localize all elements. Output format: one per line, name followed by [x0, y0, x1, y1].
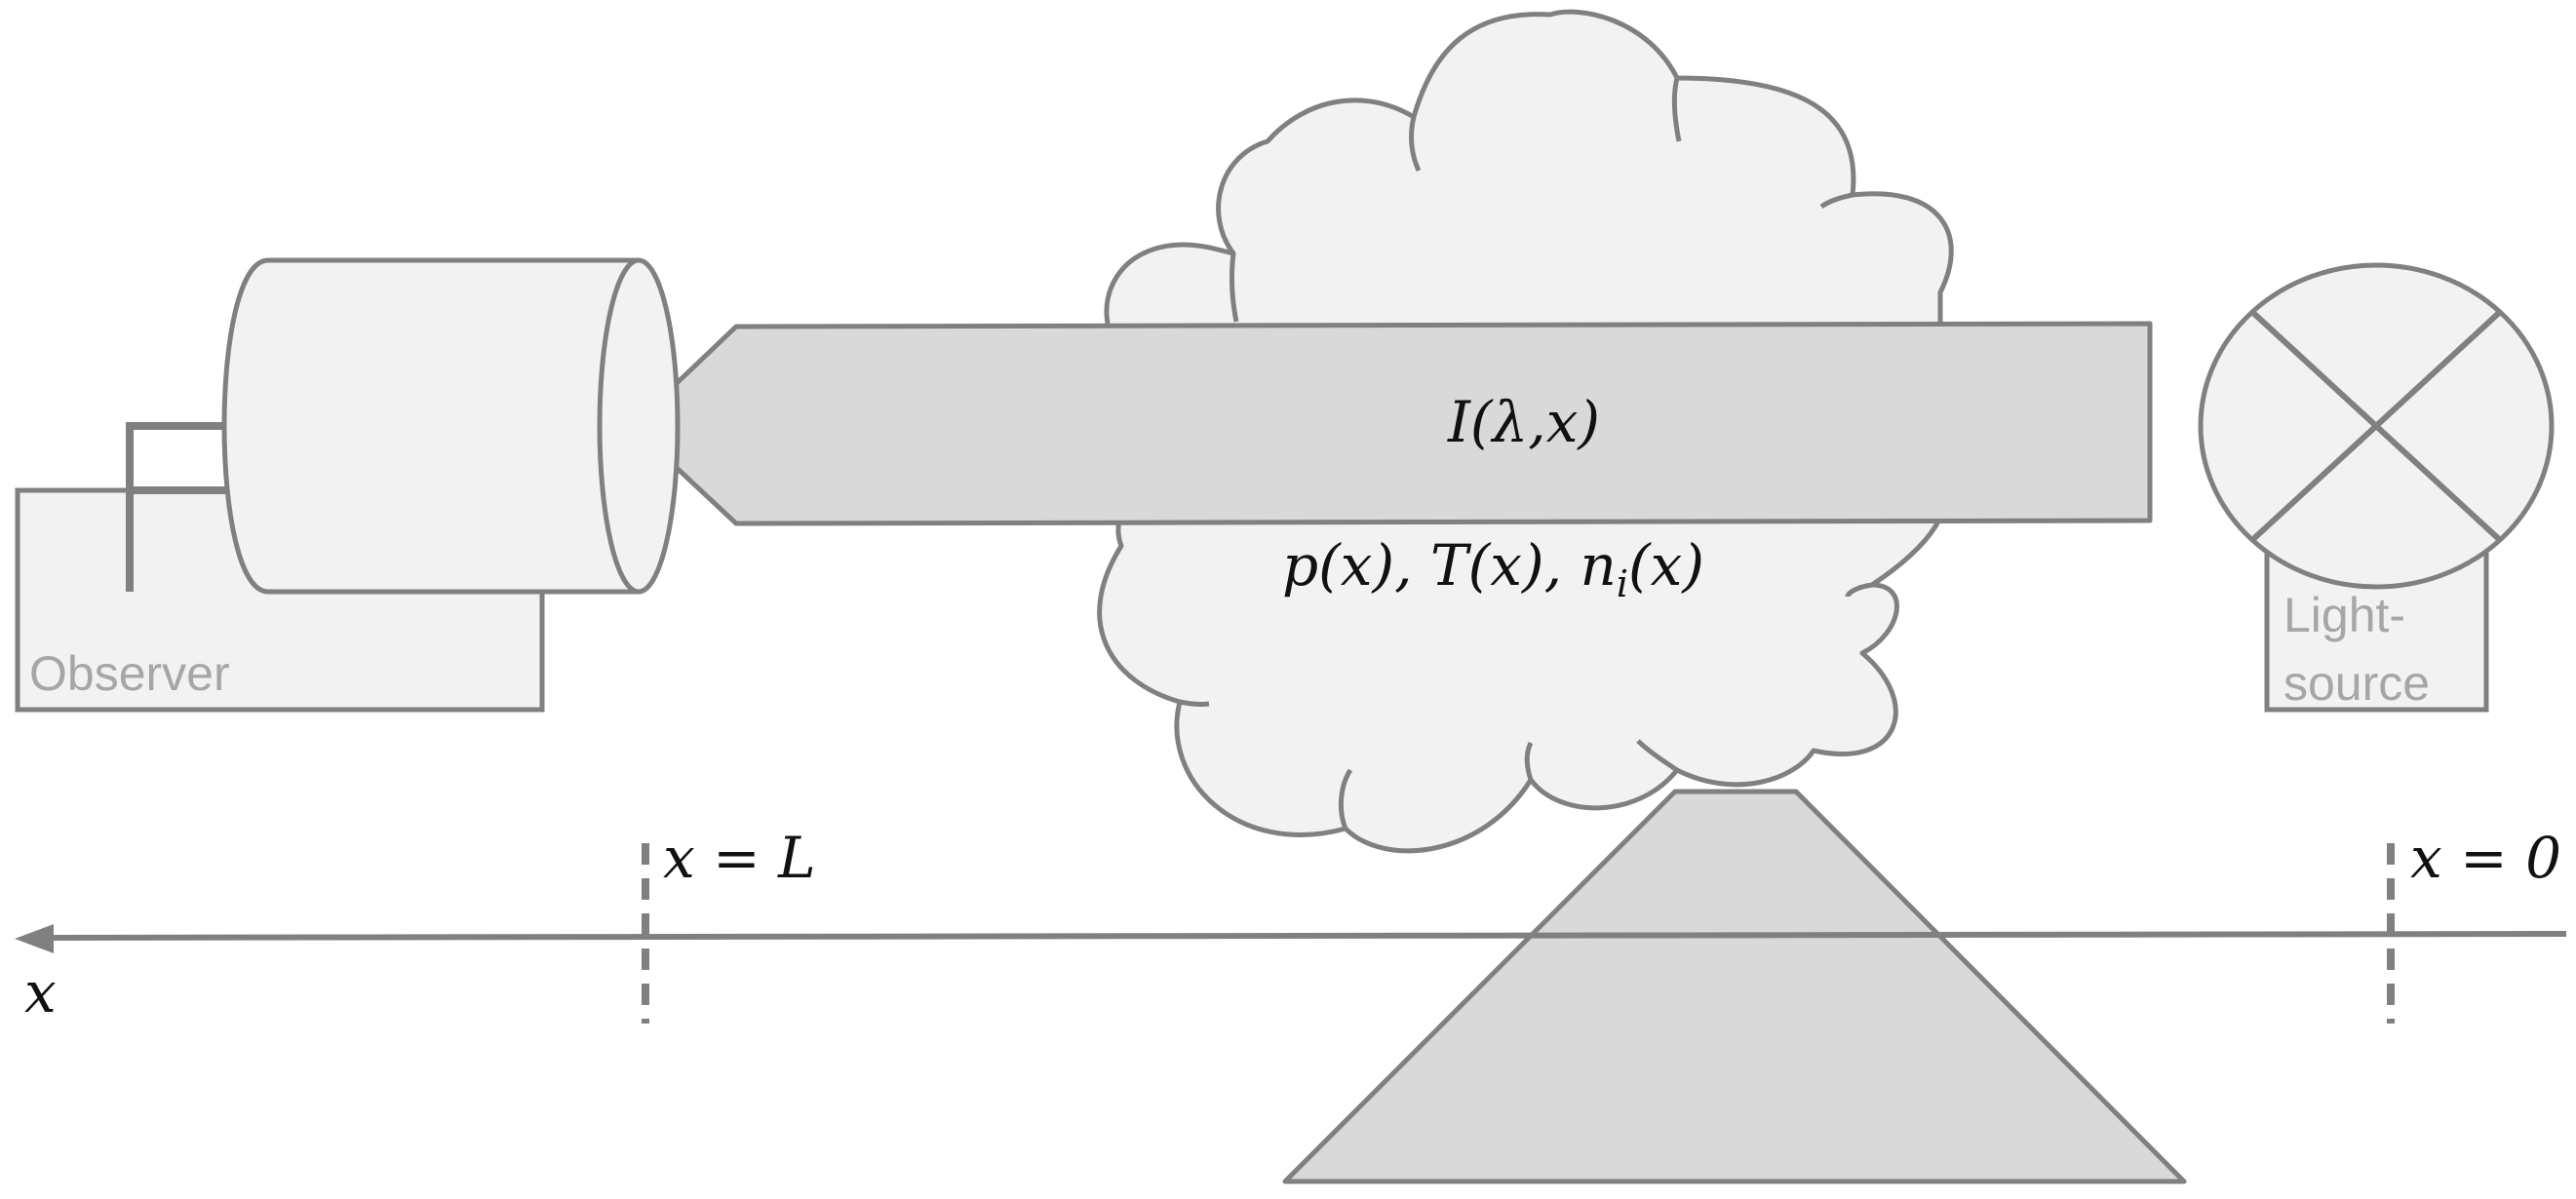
cross-circle-lamp-icon: [2198, 262, 2555, 713]
light-source-label-line2: source: [2283, 656, 2430, 711]
x-equals-0-label: x = 0: [2410, 825, 2561, 891]
x-axis-label: x: [24, 959, 57, 1025]
parameters-label-main: p(x), T(x), n: [1282, 532, 1617, 599]
mountain: [1282, 789, 2187, 1184]
intensity-label: I(λ,x): [1447, 389, 1600, 455]
parameters-label-subscript: i: [1617, 562, 1628, 605]
light-beam-arrow: [629, 321, 2153, 526]
parameters-label: p(x), T(x), ni(x): [1282, 532, 1704, 605]
x-axis-arrowhead: [15, 924, 54, 953]
telescope-icon: [221, 257, 681, 595]
x-axis-line: [43, 931, 2567, 941]
light-source-label-line1: Light-: [2283, 588, 2405, 642]
telescope-mount: [126, 422, 226, 592]
x-equals-L-label: x = L: [663, 825, 816, 891]
observer-label: Observer: [29, 646, 230, 701]
parameters-label-suffix: (x): [1628, 532, 1704, 599]
